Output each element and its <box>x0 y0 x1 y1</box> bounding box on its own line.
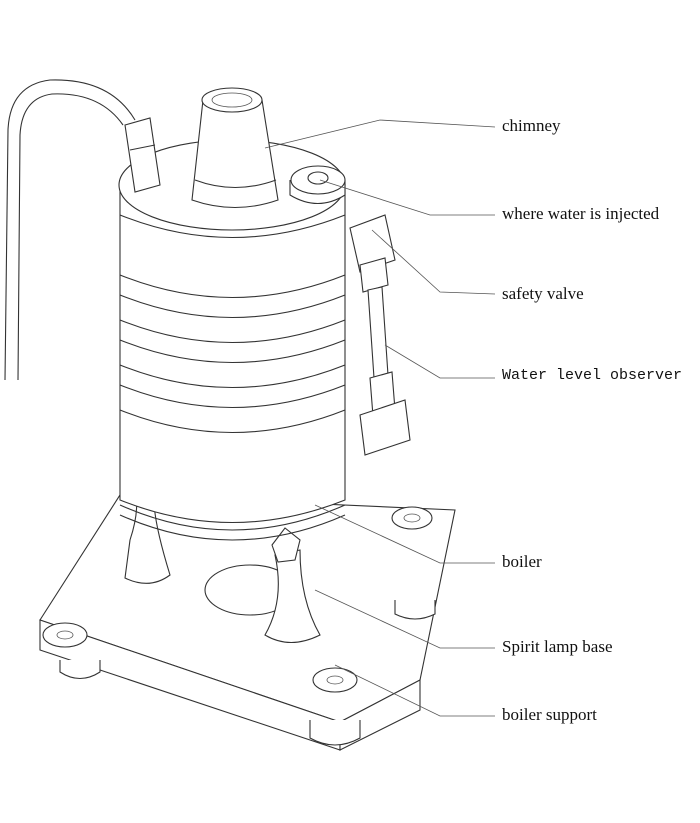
leader-lines <box>264 119 496 717</box>
spirit-lamp-base <box>39 494 456 751</box>
boiler-support-feet <box>42 506 436 746</box>
label-chimney: chimney <box>502 116 561 135</box>
water-level-gauge <box>349 214 411 456</box>
steam-hose <box>4 79 136 381</box>
label-spirit-lamp-base: Spirit lamp base <box>502 637 613 656</box>
label-boiler-support: boiler support <box>502 705 597 724</box>
chimney <box>191 87 279 209</box>
label-water-inlet: where water is injected <box>502 204 660 223</box>
label-boiler: boiler <box>502 552 542 571</box>
label-water-level-observer: Water level observer <box>502 367 683 384</box>
label-safety-valve: safety valve <box>502 284 584 303</box>
water-inlet <box>289 165 346 205</box>
